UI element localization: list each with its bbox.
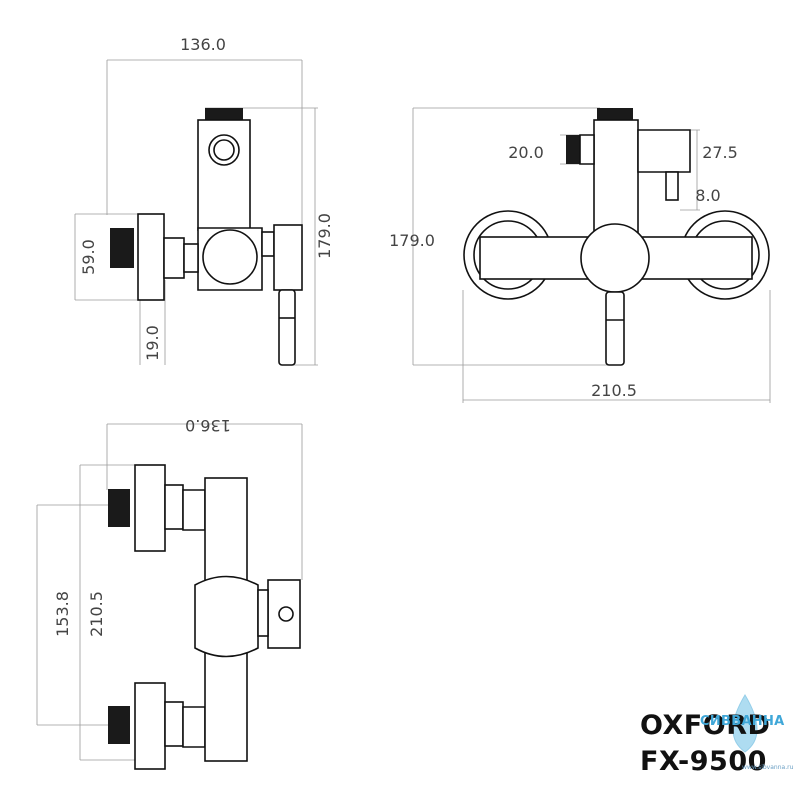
front-height-label: 179.0 xyxy=(389,231,435,250)
top-upper-thread xyxy=(108,489,130,527)
top-upper-plate xyxy=(134,464,166,552)
side-inlet-plate xyxy=(137,213,165,301)
watermark-name: СИВВАННА xyxy=(700,714,785,729)
front-view: 20.0 27.5 8.0 179.0 210.5 xyxy=(389,107,771,403)
top-cartridge xyxy=(194,575,259,658)
model-name: OXFORD xyxy=(640,710,771,741)
front-spout-thread xyxy=(566,135,580,164)
top-view: 136.0 153.8 210.5 xyxy=(36,416,303,770)
side-knob-block xyxy=(273,224,303,291)
front-knob-offset-label: 27.5 xyxy=(702,143,738,162)
side-handle-hub xyxy=(202,229,258,285)
model-number: FX-9500 xyxy=(640,746,767,777)
front-width-label: 210.5 xyxy=(591,381,637,400)
watermark-url: www.sibvanna.ru xyxy=(742,764,794,771)
front-handle-hub xyxy=(580,223,650,293)
top-lower-plate xyxy=(134,682,166,770)
top-width-label: 136.0 xyxy=(185,416,231,435)
front-top-thread xyxy=(597,108,633,120)
front-spout-label: 20.0 xyxy=(508,143,544,162)
side-height-label: 179.0 xyxy=(315,213,334,259)
front-knob-pin xyxy=(665,171,679,201)
side-width-label: 136.0 xyxy=(180,35,226,54)
front-knob-length-label: 8.0 xyxy=(695,186,720,205)
side-inlet-label: 59.0 xyxy=(79,239,98,275)
top-length-label: 210.5 xyxy=(87,591,106,637)
side-view: 136.0 179.0 59.0 19.0 xyxy=(74,35,334,366)
front-lever xyxy=(605,291,625,366)
side-lever xyxy=(278,289,296,366)
side-inlet-thread xyxy=(110,228,134,268)
top-centers-label: 153.8 xyxy=(53,591,72,637)
front-diverter-column xyxy=(593,119,639,239)
side-handle-label: 19.0 xyxy=(143,325,162,361)
watermark-drop-icon xyxy=(732,694,758,753)
side-top-thread xyxy=(205,108,243,120)
top-lower-thread xyxy=(108,706,130,744)
